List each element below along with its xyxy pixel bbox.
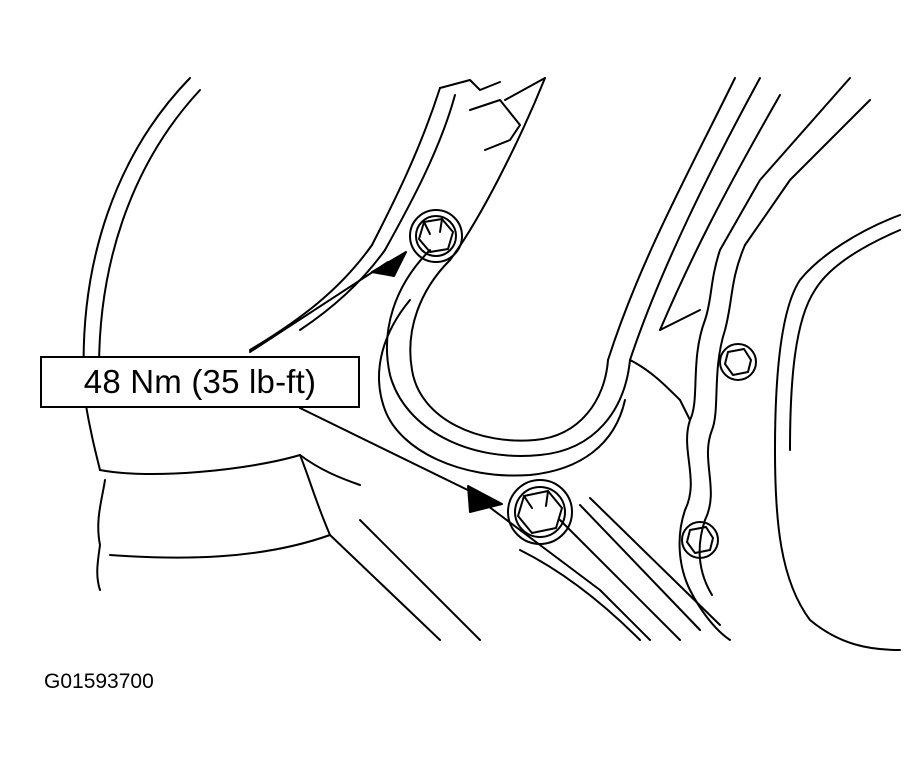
hex-bolt-icon	[507, 479, 573, 545]
lower-plates	[329, 497, 721, 641]
arrow-pointer-icon	[467, 485, 503, 513]
torque-callout: 48 Nm (35 lb-ft)	[40, 356, 360, 408]
upper-bracket	[249, 77, 546, 351]
figure-id: G01593700	[44, 670, 154, 693]
hex-bolt-icon	[681, 521, 719, 559]
housing-outline	[82, 77, 361, 591]
hex-bolt-icon	[719, 343, 757, 381]
torque-label: 48 Nm (35 lb-ft)	[83, 363, 317, 400]
right-cover	[659, 77, 901, 651]
main-arm	[378, 77, 781, 477]
arrow-pointer-icon	[371, 251, 407, 277]
hex-bolt-icon	[409, 209, 463, 263]
callout-leaders	[249, 261, 481, 497]
